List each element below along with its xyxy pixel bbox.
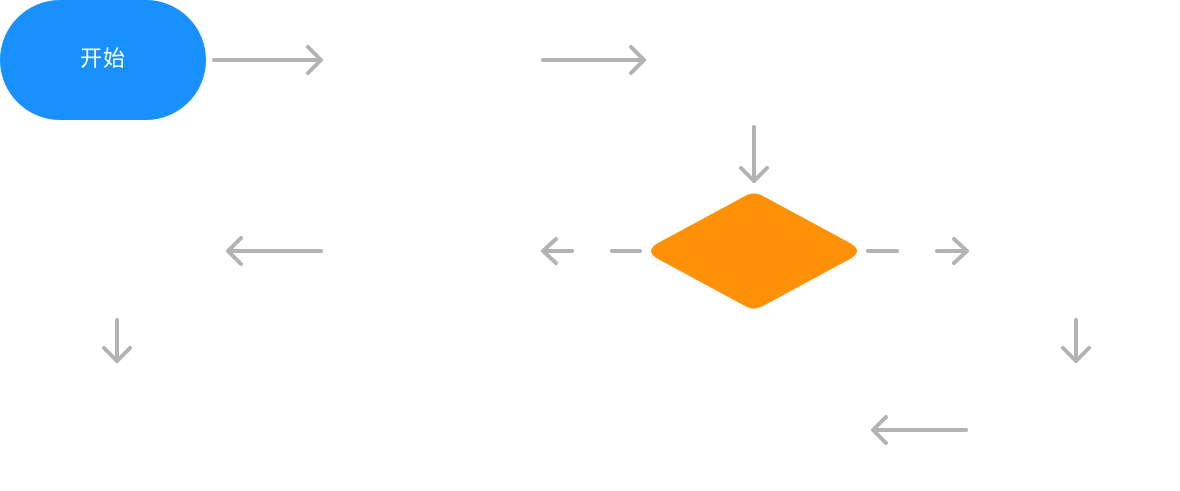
dashed-arrow-left: [541, 237, 642, 265]
start-node[interactable]: 开始: [0, 0, 206, 120]
decision-diamond[interactable]: [651, 193, 857, 309]
arrow-down-right: [1061, 318, 1091, 363]
arrow-right-1: [212, 45, 323, 75]
arrow-left-1: [226, 236, 323, 266]
arrow-down-left: [102, 318, 132, 363]
arrow-left-bottom: [871, 415, 968, 445]
arrow-right-2: [541, 45, 646, 75]
dashed-arrow-right: [866, 237, 969, 265]
arrow-down-to-decision: [739, 125, 769, 183]
start-node-label: 开始: [79, 47, 126, 72]
